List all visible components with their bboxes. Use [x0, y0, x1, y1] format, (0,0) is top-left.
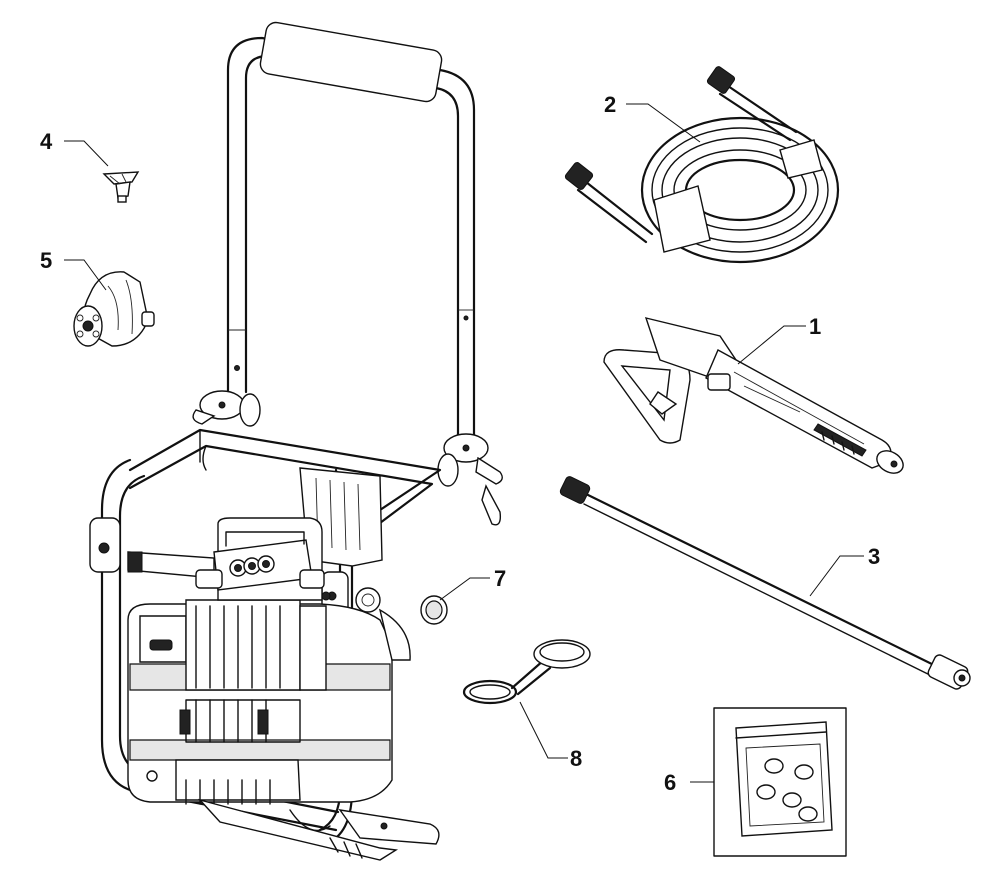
part-7-cap: [420, 595, 448, 625]
callout-5: 5: [40, 248, 52, 273]
part-8-retaining-strap: [462, 639, 591, 705]
leader-line-3: [809, 555, 864, 597]
pressure-washer-main-unit: [89, 21, 503, 861]
callout-6: 6: [664, 770, 676, 795]
part-6-hardware-bag: [713, 707, 847, 857]
handle-knob-right: [437, 433, 503, 526]
leader-line-4: [64, 140, 109, 167]
handle-knob-left: [192, 390, 261, 427]
cart-base: [146, 759, 440, 861]
leader-line-5: [64, 259, 107, 291]
part-2-high-pressure-hose: [564, 66, 840, 264]
leader-line-2: [626, 103, 701, 143]
leader-line-1: [737, 325, 806, 365]
callout-2: 2: [604, 92, 616, 117]
callout-7: 7: [494, 566, 506, 591]
part-5-nozzle-holder: [73, 271, 155, 347]
leader-line-7: [439, 577, 490, 601]
leader-line-8: [519, 701, 568, 759]
callout-labels: 1 2 3 4 5 6 7 8: [40, 92, 880, 795]
callout-8: 8: [570, 746, 582, 771]
part-4-spray-tip: [102, 171, 140, 203]
part-1-spray-gun: [603, 317, 904, 474]
callout-1: 1: [809, 314, 821, 339]
handle-frame: [226, 21, 476, 440]
callout-3: 3: [868, 544, 880, 569]
pump-assembly: [195, 517, 331, 601]
leader-lines: [64, 103, 864, 783]
part-3-spray-wand: [559, 476, 971, 690]
cart-top-frame: [128, 428, 442, 528]
callout-4: 4: [40, 129, 53, 154]
motor-cooling-fins: [179, 599, 327, 743]
